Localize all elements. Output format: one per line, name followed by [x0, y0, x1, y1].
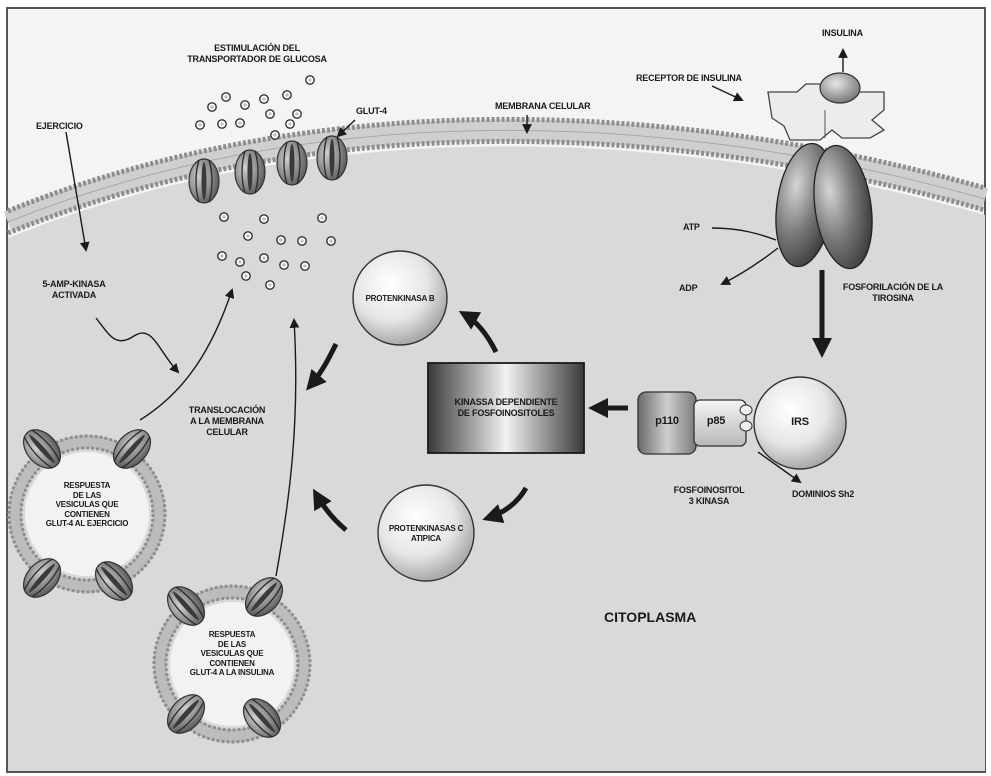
kinasa-dependiente-label: KINASSA DEPENDIENTE DE FOSFOINOSITOLES [454, 397, 558, 418]
adp-arrow [720, 247, 779, 285]
translocacion-label: TRANSLOCACIÓN A LA MEMBRANA CELULAR [188, 405, 266, 437]
glut4-pointer [336, 119, 356, 138]
lipid-vesicle-icon [7, 421, 167, 609]
protenkinasa-b-label: PROTENKINASA B [365, 294, 435, 303]
barrel-channel-icon [276, 140, 308, 186]
insulin-receptor-icon [767, 72, 886, 270]
pdk-to-pkb-arrow [458, 311, 499, 354]
pkc-to-translocation-arrow [313, 488, 348, 532]
fosforilacion-label: FOSFORILACIÓN DE LA TIROSINA [842, 282, 944, 303]
atp-line [711, 227, 777, 241]
barrel-channel-icon [188, 158, 220, 204]
vesicula-ejercicio-label: RESPUESTA DE LAS VESICULAS QUE CONTIENEN… [45, 481, 129, 528]
barrel-channel-icon [316, 135, 348, 181]
glut4-label: GLUT-4 [356, 106, 387, 116]
sh2-arrow [757, 451, 802, 484]
ejercicio-label: EJERCICIO [36, 121, 83, 131]
pdk-to-pkc-arrow [482, 486, 529, 524]
ves1-up-arrow [139, 288, 235, 421]
atp-label: ATP [683, 222, 700, 232]
pi3k-complex [637, 376, 847, 470]
insulina-label: INSULINA [822, 28, 863, 38]
protenkinasa-c [377, 484, 475, 582]
ejercicio-arrow [65, 131, 90, 252]
vesicula-insulina-label: RESPUESTA DE LAS VESICULAS QUE CONTIENEN… [189, 630, 275, 677]
irs-label: IRS [791, 416, 809, 428]
adp-label: ADP [679, 283, 698, 293]
ampk-label: 5-AMP-KINASA ACTIVADA [42, 279, 106, 300]
ampk-squiggle [95, 317, 180, 374]
lipid-vesicle-icon [152, 569, 312, 746]
kinasa-dependiente-box [427, 362, 585, 454]
p110-label: p110 [655, 415, 679, 427]
dominios-label: DOMINIOS Sh2 [792, 489, 855, 499]
protenkinasa-c-label: PROTENKINASAS C ATIPICA [388, 524, 464, 543]
protenkinasa-b [352, 250, 448, 346]
receptor-pointer [711, 85, 744, 102]
p85-label: p85 [706, 415, 726, 427]
fosfoinositol-label: FOSFOINOSITOL 3 KINASA [673, 485, 745, 506]
citoplasma-label: CITOPLASMA [604, 609, 697, 625]
barrel-channel-icon [234, 149, 266, 195]
irs [753, 376, 847, 470]
receptor-insulina-label: RECEPTOR DE INSULINA [636, 73, 742, 83]
membrana-celular-label: MEMBRANA CELULAR [495, 101, 591, 111]
estimulacion-label: ESTIMULACIÓN DEL TRANSPORTADOR DE GLUCOS… [187, 43, 327, 64]
pkb-to-translocation-arrow [306, 342, 339, 391]
ves2-up-arrow [275, 318, 300, 577]
